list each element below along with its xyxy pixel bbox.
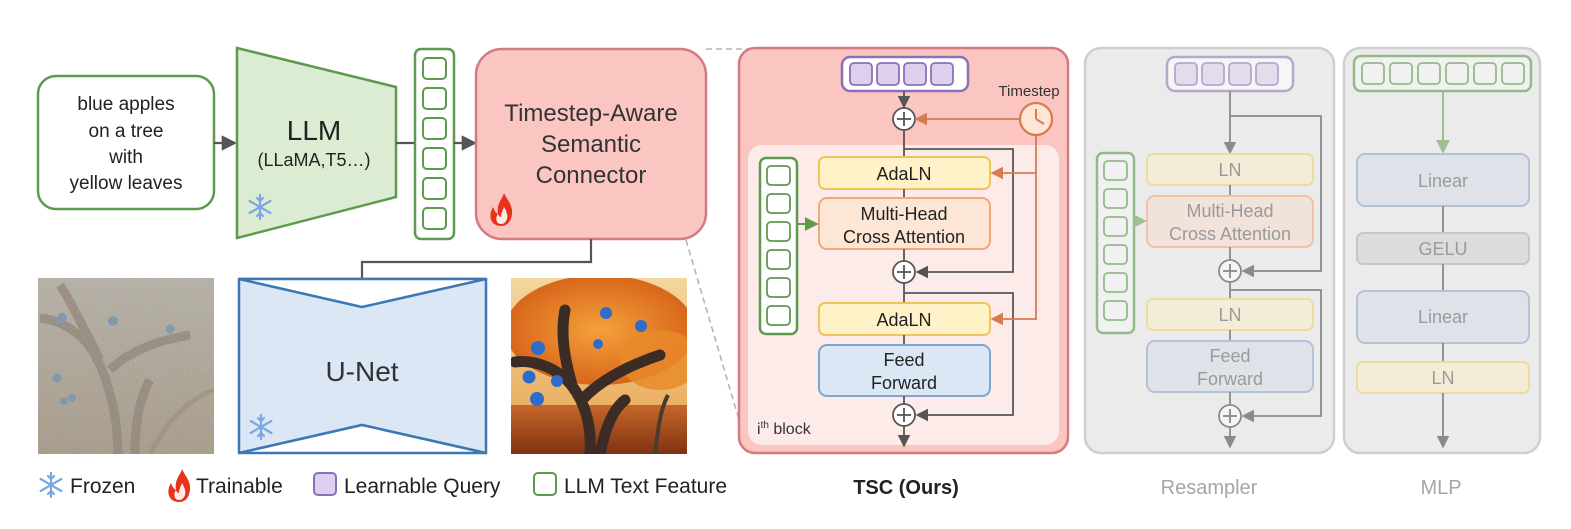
learnable-query-swatch — [313, 472, 337, 496]
unet-title: U-Net — [325, 356, 398, 387]
mlp-gelu: GELU — [1356, 232, 1530, 265]
snowflake-icon — [248, 193, 272, 221]
prompt-line-2: on a tree — [89, 121, 164, 142]
svg-text:LN: LN — [1218, 305, 1241, 325]
prompt-box: blue apples on a tree with yellow leaves — [36, 74, 216, 211]
svg-text:LN: LN — [1218, 160, 1241, 180]
zoom-line-bottom — [685, 239, 746, 441]
svg-text:AdaLN: AdaLN — [876, 164, 931, 184]
mlp-ln: LN — [1356, 361, 1530, 394]
llm-text-feature-swatch — [533, 472, 557, 496]
resampler-feed-forward: Feed Forward — [1146, 340, 1314, 393]
mlp-linear-1: Linear — [1356, 153, 1530, 207]
flame-icon — [490, 193, 513, 226]
tsc-panel: Timestep AdaLN Multi-Head Cross Attentio… — [737, 46, 1070, 455]
tsc-feed-forward: Feed Forward — [818, 344, 991, 397]
svg-text:Forward: Forward — [871, 373, 937, 393]
snowflake-icon — [249, 413, 273, 441]
tsc-multi-head-cross-attention: Multi-Head Cross Attention — [818, 197, 991, 250]
svg-text:Linear: Linear — [1418, 171, 1468, 191]
legend-trainable: Trainable — [196, 475, 283, 498]
unet-block: U-Net — [237, 277, 488, 455]
flame-icon — [168, 469, 191, 502]
mlp-caption: MLP — [1420, 477, 1461, 499]
resampler-text-feature-column — [1095, 151, 1136, 335]
svg-text:Multi-Head: Multi-Head — [1186, 201, 1273, 221]
legend-llm-text-feature: LLM Text Feature — [564, 475, 727, 498]
snowflake-icon — [39, 471, 63, 499]
tsc-adaln-1: AdaLN — [818, 156, 991, 190]
generated-image — [511, 278, 687, 454]
svg-text:Forward: Forward — [1197, 369, 1263, 389]
tsc-add-node-1 — [892, 107, 916, 131]
legend: Frozen Trainable Learnable Query LLM Tex… — [39, 469, 727, 502]
prompt-line-1: blue apples — [77, 94, 174, 115]
svg-text:Cross Attention: Cross Attention — [1169, 224, 1291, 244]
resampler-add-node-1 — [1218, 259, 1242, 283]
timestep-aware-semantic-connector: Timestep-Aware Semantic Connector — [474, 47, 708, 241]
resampler-add-node-2 — [1218, 404, 1242, 428]
resampler-panel: LN Multi-Head Cross Attention LN Feed Fo… — [1083, 46, 1336, 455]
mlp-panel: Linear GELU Linear LN — [1342, 46, 1542, 455]
resampler-caption: Resampler — [1161, 477, 1258, 499]
noisy-latent-image — [38, 278, 214, 454]
tsc-block-label: ith block — [757, 420, 812, 438]
resampler-ln-2: LN — [1146, 298, 1314, 331]
llm-subtitle: (LLaMA,T5…) — [257, 150, 370, 170]
tsc-add-node-3 — [892, 403, 916, 427]
svg-text:AdaLN: AdaLN — [876, 310, 931, 330]
svg-text:Linear: Linear — [1418, 307, 1468, 327]
svg-text:Multi-Head: Multi-Head — [860, 204, 947, 224]
svg-text:GELU: GELU — [1418, 239, 1467, 259]
llm-text-feature-column — [413, 47, 456, 241]
tsc-caption: TSC (Ours) — [853, 477, 959, 499]
mlp-text-feature-row — [1352, 54, 1533, 93]
tsc-learnable-query — [840, 55, 970, 93]
connector-line-3: Connector — [536, 162, 647, 189]
tsc-text-feature-column — [758, 156, 799, 336]
llm-title: LLM — [287, 115, 341, 146]
resampler-learnable-query — [1165, 55, 1295, 93]
tsc-adaln-2: AdaLN — [818, 302, 991, 336]
svg-text:Feed: Feed — [883, 350, 924, 370]
prompt-line-3: with — [108, 147, 143, 168]
resampler-ln-1: LN — [1146, 153, 1314, 186]
clock-icon — [1018, 101, 1054, 137]
svg-text:LN: LN — [1431, 368, 1454, 388]
legend-learnable-query: Learnable Query — [344, 475, 501, 498]
tsc-add-node-2 — [892, 260, 916, 284]
legend-frozen: Frozen — [70, 475, 135, 498]
prompt-line-4: yellow leaves — [70, 173, 183, 194]
connector-line-2: Semantic — [541, 131, 641, 158]
svg-text:Feed: Feed — [1209, 346, 1250, 366]
connector-line-1: Timestep-Aware — [504, 100, 677, 127]
llm-block: LLM (LLaMA,T5…) — [235, 46, 398, 240]
tsc-timestep-label: Timestep — [998, 83, 1059, 100]
mlp-linear-2: Linear — [1356, 290, 1530, 344]
svg-text:Cross Attention: Cross Attention — [843, 227, 965, 247]
resampler-multi-head-cross-attention: Multi-Head Cross Attention — [1146, 195, 1314, 248]
